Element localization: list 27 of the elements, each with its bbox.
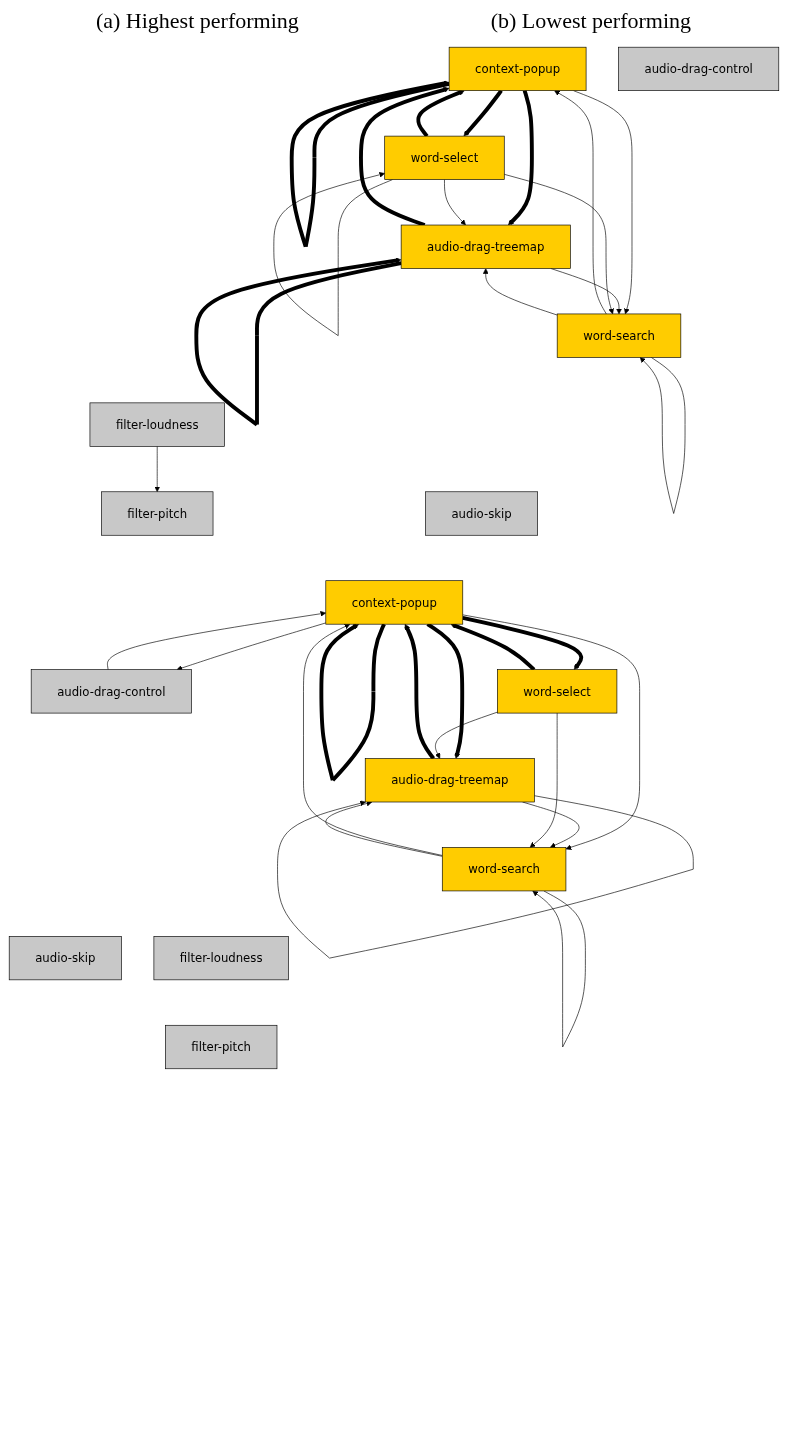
arrow bbox=[507, 90, 534, 226]
arrow bbox=[415, 89, 465, 138]
arrow bbox=[193, 257, 401, 427]
node-box: filter-pitch bbox=[164, 1024, 277, 1070]
node-box: audio-drag-treemap bbox=[364, 758, 535, 803]
node-box: word-select bbox=[496, 669, 617, 714]
node-box: word-search bbox=[441, 847, 566, 892]
arrow bbox=[358, 87, 449, 227]
node-box: audio-drag-control bbox=[617, 46, 779, 91]
node-box: audio-drag-treemap bbox=[400, 224, 571, 269]
node-box: filter-pitch bbox=[100, 491, 213, 536]
subfigure-caption: (a) Highest performing bbox=[95, 8, 299, 34]
node-box: audio-skip bbox=[8, 936, 122, 981]
arrow bbox=[461, 615, 583, 670]
subfigure-caption: (b) Lowest performing bbox=[490, 8, 692, 34]
node-box: filter-loudness bbox=[153, 936, 289, 981]
arrow bbox=[404, 623, 435, 760]
node-box: word-search bbox=[556, 313, 681, 358]
arrow bbox=[289, 80, 450, 248]
node-box: context-popup bbox=[324, 580, 463, 625]
node-box: audio-drag-control bbox=[30, 669, 192, 714]
arrow bbox=[463, 89, 503, 137]
node-box: audio-skip bbox=[424, 491, 538, 536]
node-box: filter-loudness bbox=[89, 402, 225, 447]
node-box: word-select bbox=[383, 135, 505, 180]
arrow bbox=[318, 623, 386, 782]
node-box: context-popup bbox=[448, 46, 586, 91]
